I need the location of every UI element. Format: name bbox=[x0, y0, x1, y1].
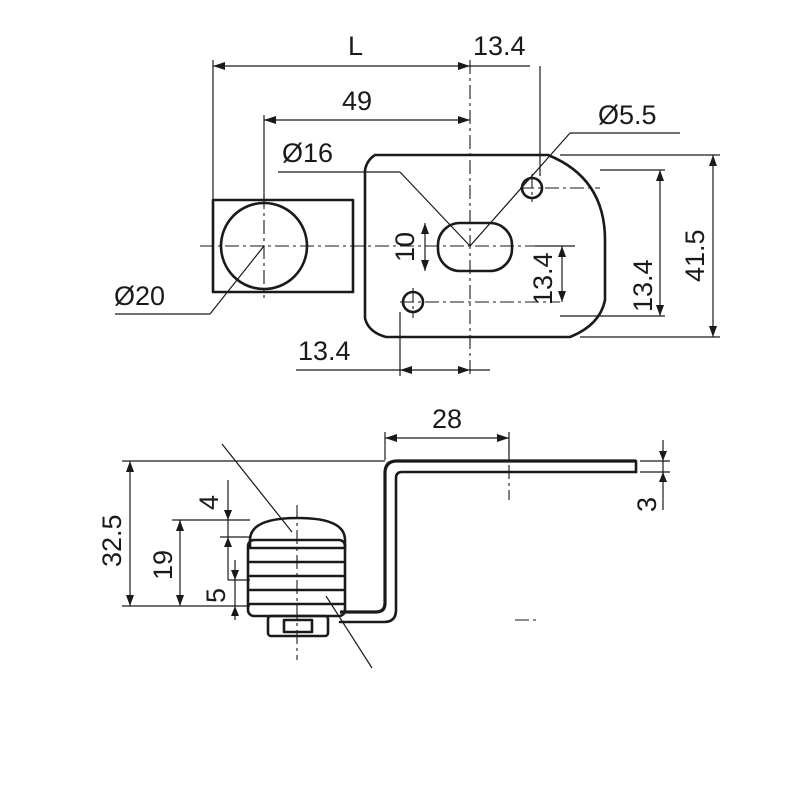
dim-body-leader-2 bbox=[209, 245, 265, 315]
dim-5-arrow-top bbox=[231, 570, 239, 580]
dim-L-arrow-left bbox=[213, 62, 225, 70]
dim-outer-v-arrow-top bbox=[656, 170, 664, 181]
slot bbox=[436, 221, 514, 273]
dim-4-arrow-bottom bbox=[224, 537, 232, 547]
dim-outer-v-label: 13.4 bbox=[628, 259, 658, 312]
dim-3-arrow-bottom bbox=[659, 472, 667, 482]
lock-cap bbox=[248, 516, 347, 550]
dim-slot-arrow-bottom bbox=[421, 260, 429, 271]
dim-L-label: L bbox=[348, 31, 363, 61]
dim-bore-dia-label: Ø16 bbox=[282, 138, 333, 168]
cam-arm bbox=[340, 459, 636, 614]
dim-inner-v-label: 13.4 bbox=[528, 252, 558, 305]
dim-49-label: 49 bbox=[342, 86, 372, 116]
dim-inner-v-arrow-top bbox=[558, 246, 566, 257]
plate-outline bbox=[363, 153, 607, 339]
leader-top-diagonal bbox=[221, 443, 293, 533]
dim-bottom-label: 13.4 bbox=[298, 336, 351, 366]
dim-height-arrow-top bbox=[709, 155, 717, 166]
dim-19-label: 19 bbox=[148, 550, 178, 580]
dim-top-right-label: 13.4 bbox=[473, 31, 526, 61]
cam-arm-inner bbox=[338, 470, 638, 624]
dim-49-arrow-right bbox=[458, 116, 470, 124]
dim-32-5-arrow-bottom bbox=[126, 595, 134, 606]
dim-32-5-label: 32.5 bbox=[97, 514, 127, 567]
dim-28-arrow-left bbox=[385, 434, 397, 442]
dim-hole-leader-2 bbox=[469, 132, 571, 247]
dim-slot-label: 10 bbox=[390, 232, 420, 262]
side-view: 28 32.5 19 4 5 3 bbox=[97, 404, 670, 669]
dim-5-label: 5 bbox=[201, 588, 231, 603]
dim-bottom-arrow-left bbox=[400, 366, 412, 374]
dim-slot-arrow-top bbox=[421, 223, 429, 234]
dim-32-5-arrow-top bbox=[126, 461, 134, 472]
dim-3-arrow-top bbox=[659, 451, 667, 461]
dim-hole-dia-label: Ø5.5 bbox=[598, 100, 657, 130]
dim-28-label: 28 bbox=[432, 404, 462, 434]
dim-19-arrow-top bbox=[176, 520, 184, 531]
dim-49-arrow-left bbox=[264, 116, 276, 124]
dim-outer-v-arrow-bottom bbox=[656, 305, 664, 316]
dim-4-label: 4 bbox=[194, 495, 224, 510]
top-view: L 13.4 49 Ø5.5 Ø16 10 13.4 13.4 bbox=[114, 31, 720, 378]
dim-5-arrow-bottom bbox=[231, 606, 239, 616]
dim-height-label: 41.5 bbox=[680, 229, 710, 282]
dim-inner-v-arrow-bottom bbox=[558, 291, 566, 302]
dim-4-arrow-top bbox=[224, 510, 232, 520]
dim-bore-leader-2 bbox=[399, 171, 471, 247]
dim-19-arrow-bottom bbox=[176, 595, 184, 606]
dim-height-arrow-bottom bbox=[709, 326, 717, 337]
lock-nut-inner bbox=[282, 618, 314, 634]
dim-L-arrow-right bbox=[458, 62, 470, 70]
dim-28-arrow-right bbox=[497, 434, 509, 442]
dim-3-label: 3 bbox=[632, 497, 662, 512]
leader-bottom-diagonal bbox=[325, 595, 373, 669]
dim-body-dia-label: Ø20 bbox=[114, 281, 165, 311]
dim-bottom-arrow-right bbox=[458, 366, 470, 374]
lock-nut bbox=[266, 614, 330, 638]
